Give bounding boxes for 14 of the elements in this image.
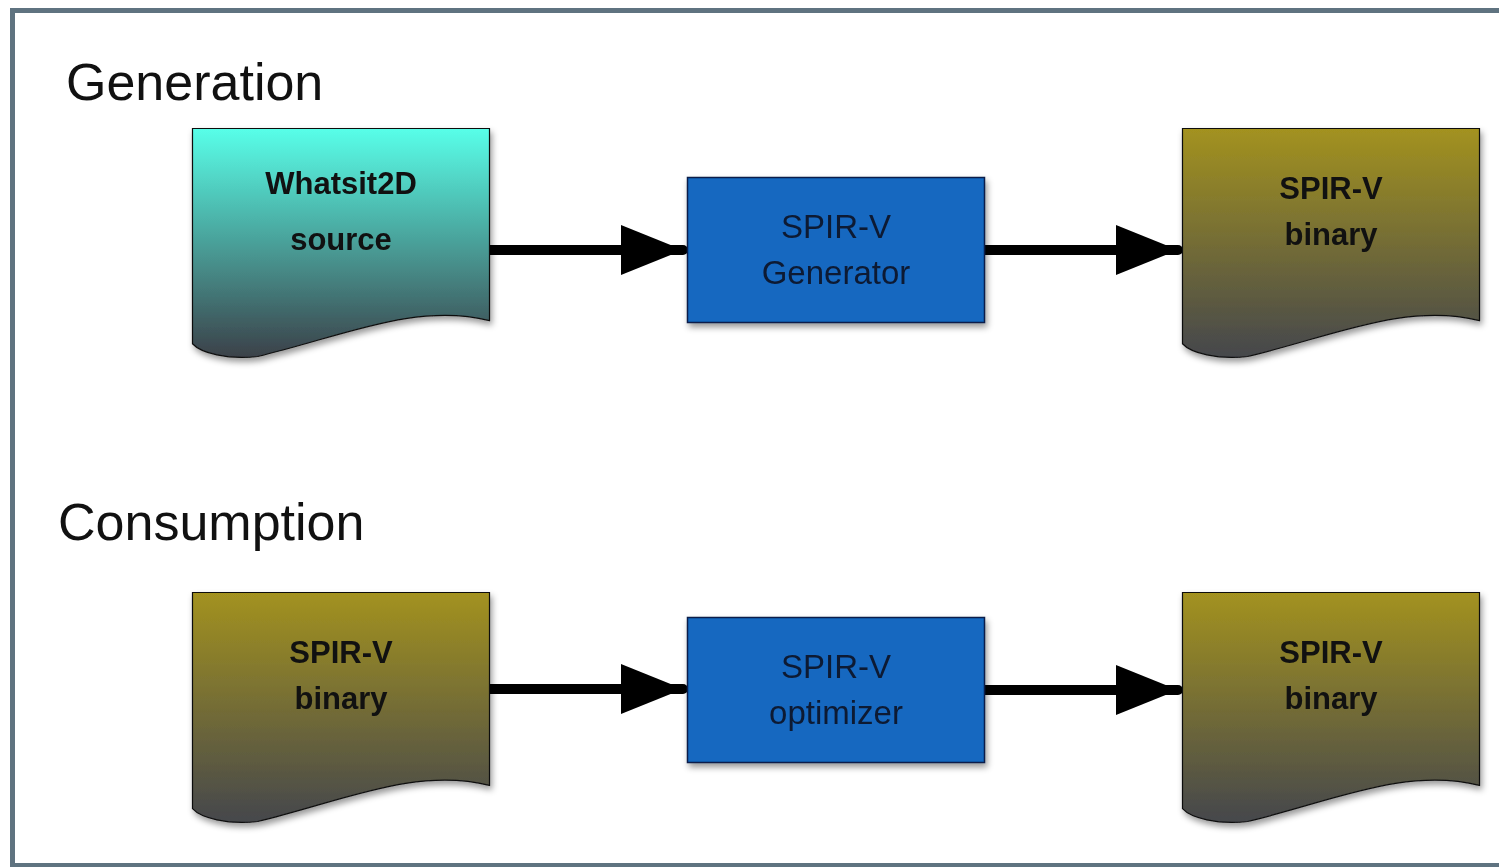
- document-shape: [1182, 592, 1480, 825]
- node-label: SPIR-V optimizer: [768, 647, 904, 733]
- node-label: SPIR-V Generator: [760, 207, 912, 293]
- node-label: SPIR-V binary: [1278, 169, 1384, 254]
- document-shape: [192, 592, 490, 825]
- process-box: [687, 177, 985, 323]
- document-shape: [1182, 128, 1480, 360]
- section-heading: Consumption: [58, 492, 365, 552]
- node-label: SPIR-V binary: [1278, 633, 1384, 718]
- node-label: Whatsit2D source: [264, 164, 418, 259]
- document-shape: [192, 128, 490, 360]
- section-heading: Generation: [66, 52, 324, 112]
- node-label: SPIR-V binary: [288, 633, 394, 718]
- process-box: [687, 617, 985, 763]
